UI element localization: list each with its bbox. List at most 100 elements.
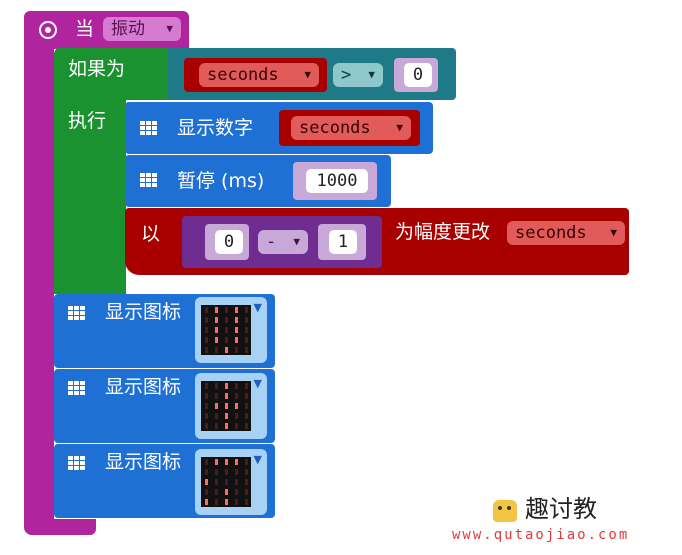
brand-url: www.qutaojiao.com [452, 527, 630, 543]
led-grid-icon [68, 456, 85, 471]
led-cell[interactable] [205, 413, 208, 419]
compare-operator-dropdown[interactable]: > ▼ [333, 63, 383, 87]
led-cell[interactable] [245, 337, 248, 343]
show-icon-label: 显示图标 [105, 451, 182, 473]
led-cell[interactable] [235, 403, 238, 409]
led-cell[interactable] [225, 423, 228, 429]
led-cell[interactable] [225, 327, 228, 333]
led-cell[interactable] [235, 489, 238, 495]
led-cell[interactable] [245, 469, 248, 475]
led-cell[interactable] [235, 307, 238, 313]
math-left-value[interactable]: 0 [215, 230, 243, 254]
led-cell[interactable] [235, 383, 238, 389]
led-cell[interactable] [215, 459, 218, 465]
led-cell[interactable] [205, 327, 208, 333]
pause-value[interactable]: 1000 [306, 169, 368, 193]
led-cell[interactable] [235, 347, 238, 353]
led-cell[interactable] [245, 347, 248, 353]
math-right-value[interactable]: 1 [329, 230, 357, 254]
led-matrix-editor[interactable]: ▼ [195, 373, 267, 439]
led-cell[interactable] [215, 479, 218, 485]
led-cell[interactable] [225, 413, 228, 419]
led-cell[interactable] [245, 307, 248, 313]
led-cell[interactable] [225, 459, 228, 465]
led-cell[interactable] [225, 383, 228, 389]
led-cell[interactable] [205, 459, 208, 465]
led-cell[interactable] [215, 499, 218, 505]
change-variable-dropdown[interactable]: seconds ▼ [507, 221, 625, 245]
led-cell[interactable] [225, 393, 228, 399]
led-cell[interactable] [215, 317, 218, 323]
change-variable-value: seconds [515, 223, 587, 243]
led-cell[interactable] [245, 383, 248, 389]
led-cell[interactable] [245, 413, 248, 419]
led-cell[interactable] [215, 393, 218, 399]
led-cell[interactable] [205, 499, 208, 505]
led-cell[interactable] [205, 479, 208, 485]
led-cell[interactable] [215, 403, 218, 409]
led-cell[interactable] [215, 423, 218, 429]
led-cell[interactable] [245, 459, 248, 465]
led-cell[interactable] [205, 393, 208, 399]
led-cell[interactable] [245, 403, 248, 409]
led-cell[interactable] [235, 317, 238, 323]
math-operator-dropdown[interactable]: - ▼ [258, 230, 308, 254]
led-cell[interactable] [205, 337, 208, 343]
led-cell[interactable] [225, 337, 228, 343]
led-cell[interactable] [215, 413, 218, 419]
led-cell[interactable] [235, 337, 238, 343]
math-operator-value: - [266, 232, 277, 252]
led-cell[interactable] [225, 469, 228, 475]
led-cell[interactable] [215, 327, 218, 333]
chevron-down-icon: ▼ [396, 121, 403, 134]
led-cell[interactable] [205, 347, 208, 353]
condition-variable-dropdown[interactable]: seconds ▼ [199, 63, 319, 87]
led-cell[interactable] [205, 469, 208, 475]
compare-value[interactable]: 0 [404, 63, 432, 87]
led-cell[interactable] [235, 413, 238, 419]
led-cell[interactable] [235, 499, 238, 505]
led-matrix-editor[interactable]: ▼ [195, 297, 267, 363]
led-cell[interactable] [205, 423, 208, 429]
led-cell[interactable] [225, 347, 228, 353]
event-dropdown-value: 振动 [111, 19, 145, 39]
led-cell[interactable] [215, 469, 218, 475]
show-icon-label: 显示图标 [105, 376, 182, 398]
led-cell[interactable] [245, 489, 248, 495]
led-cell[interactable] [205, 317, 208, 323]
led-cell[interactable] [205, 403, 208, 409]
led-cell[interactable] [205, 383, 208, 389]
chevron-down-icon: ▼ [293, 235, 300, 248]
led-cell[interactable] [245, 423, 248, 429]
led-cell[interactable] [235, 469, 238, 475]
led-matrix-screen [201, 305, 251, 355]
led-cell[interactable] [245, 327, 248, 333]
led-cell[interactable] [245, 499, 248, 505]
led-cell[interactable] [225, 489, 228, 495]
show-number-variable-dropdown[interactable]: seconds ▼ [291, 116, 411, 140]
led-cell[interactable] [235, 393, 238, 399]
led-cell[interactable] [225, 403, 228, 409]
chevron-down-icon: ▼ [368, 68, 375, 81]
led-cell[interactable] [235, 423, 238, 429]
led-cell[interactable] [225, 479, 228, 485]
led-cell[interactable] [205, 307, 208, 313]
led-cell[interactable] [215, 347, 218, 353]
if-block[interactable] [54, 48, 170, 100]
led-cell[interactable] [235, 327, 238, 333]
led-cell[interactable] [225, 499, 228, 505]
led-cell[interactable] [245, 479, 248, 485]
led-cell[interactable] [235, 479, 238, 485]
led-cell[interactable] [215, 489, 218, 495]
led-matrix-editor[interactable]: ▼ [195, 449, 267, 515]
led-cell[interactable] [225, 317, 228, 323]
led-cell[interactable] [205, 489, 208, 495]
led-cell[interactable] [225, 307, 228, 313]
led-cell[interactable] [215, 383, 218, 389]
event-dropdown[interactable]: 振动 ▼ [103, 17, 181, 41]
led-cell[interactable] [245, 317, 248, 323]
led-cell[interactable] [235, 459, 238, 465]
led-cell[interactable] [215, 307, 218, 313]
led-cell[interactable] [215, 337, 218, 343]
led-cell[interactable] [245, 393, 248, 399]
